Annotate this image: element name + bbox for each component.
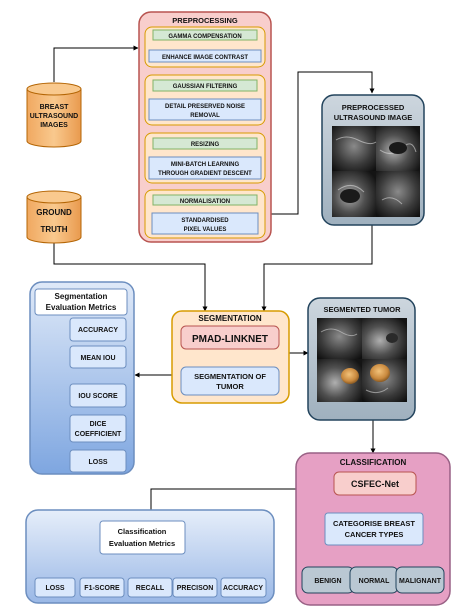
ground-truth-cylinder: GROUND TRUTH [26,190,82,244]
segmented-tumor-image [317,318,407,402]
gaussian-detail-1: DETAIL PRESERVED NOISE [165,104,245,110]
cls-metric-accuracy: ACCURACY [223,585,263,592]
resizing-title: RESIZING [191,142,220,148]
classification-metrics-panel: Classification Evaluation Metrics LOSS F… [25,509,275,604]
resizing-detail-2: THROUGH GRADIENT DESCENT [158,171,252,177]
normalisation-step: NORMALISATION STANDARDISED PIXEL VALUES [144,189,266,239]
cls-metrics-title-1: Classification [118,527,167,536]
ground-truth-label-1: GROUND [36,208,72,217]
arrow-images-to-preprocessing [53,45,139,82]
segmentation-metrics-panel: Segmentation Evaluation Metrics ACCURACY… [29,281,135,475]
breast-images-label-2: ULTRASOUND [30,113,78,120]
ground-truth-label-2: TRUTH [40,225,67,234]
segmented-tumor-panel: SEGMENTED TUMOR [307,297,416,421]
seg-metrics-title-2: Evaluation Metrics [46,303,117,312]
seg-metric-dice-1: DICE [90,421,107,428]
arrow-classification-to-metrics [150,488,296,510]
categorise-label-2: CANCER TYPES [345,530,404,539]
segmentation-panel: SEGMENTATION PMAD-LINKNET SEGMENTATION O… [171,310,290,404]
seg-metric-loss: LOSS [88,459,107,466]
pmad-linknet-label: PMAD-LINKNET [192,334,268,345]
gaussian-title: GAUSSIAN FILTERING [173,84,238,90]
segmentation-output-2: TUMOR [216,382,244,391]
gamma-step: GAMMA COMPENSATION ENHANCE IMAGE CONTRAS… [144,26,266,68]
breast-images-label-1: BREAST [40,104,70,111]
gamma-title: GAMMA COMPENSATION [168,34,241,40]
preprocessed-panel: PREPROCESSED ULTRASOUND IMAGE [321,94,425,226]
preprocessing-title: PREPROCESSING [172,16,238,25]
normalisation-title: NORMALISATION [180,199,230,205]
gaussian-detail-2: REMOVAL [190,113,220,119]
classification-panel: CLASSIFICATION CSFEC-Net CATEGORISE BREA… [295,452,451,606]
cls-metric-recall: RECALL [136,585,165,592]
seg-metric-accuracy: ACCURACY [78,327,118,334]
cls-metric-precision: PRECISON [177,585,214,592]
segmentation-title: SEGMENTATION [198,314,261,323]
preprocessing-panel: PREPROCESSING GAMMA COMPENSATION ENHANCE… [138,11,272,243]
gaussian-step: GAUSSIAN FILTERING DETAIL PRESERVED NOIS… [144,74,266,126]
resizing-detail-1: MINI-BATCH LEARNING [171,162,240,168]
segmented-tumor-title: SEGMENTED TUMOR [323,305,401,314]
cls-metrics-title-2: Evaluation Metrics [109,539,175,548]
seg-metric-iou-score: IOU SCORE [78,393,118,400]
preprocessed-title-1: PREPROCESSED [342,103,405,112]
class-benign: BENIGN [314,578,341,585]
breast-images-label-3: IMAGES [40,122,68,129]
normalisation-detail-1: STANDARDISED [181,218,229,224]
arrow-groundtruth-to-segmentation [53,243,208,312]
normalisation-detail-2: PIXEL VALUES [184,227,227,233]
classification-title: CLASSIFICATION [340,458,407,467]
breast-images-cylinder: BREAST ULTRASOUND IMAGES [26,82,82,148]
arrow-normalisation-to-preprocessed [258,71,375,215]
seg-metric-mean-iou: MEAN IOU [81,355,116,362]
cls-metric-f1: F1-SCORE [84,585,120,592]
class-normal: NORMAL [359,578,390,585]
resizing-step: RESIZING MINI-BATCH LEARNING THROUGH GRA… [144,132,266,184]
preprocessed-title-2: ULTRASOUND IMAGE [334,113,413,122]
cls-metric-loss: LOSS [45,585,64,592]
arrow-preprocessed-to-segmentation [261,225,373,312]
seg-metrics-title-1: Segmentation [55,292,108,301]
preprocessed-ultrasound-image [332,126,420,217]
segmentation-output-1: SEGMENTATION OF [194,372,266,381]
categorise-label-1: CATEGORISE BREAST [333,519,415,528]
gamma-detail: ENHANCE IMAGE CONTRAST [162,55,248,61]
class-malignant: MALIGNANT [399,578,442,585]
csfec-net-label: CSFEC-Net [351,479,399,489]
seg-metric-dice-2: COEFFICIENT [75,431,122,438]
